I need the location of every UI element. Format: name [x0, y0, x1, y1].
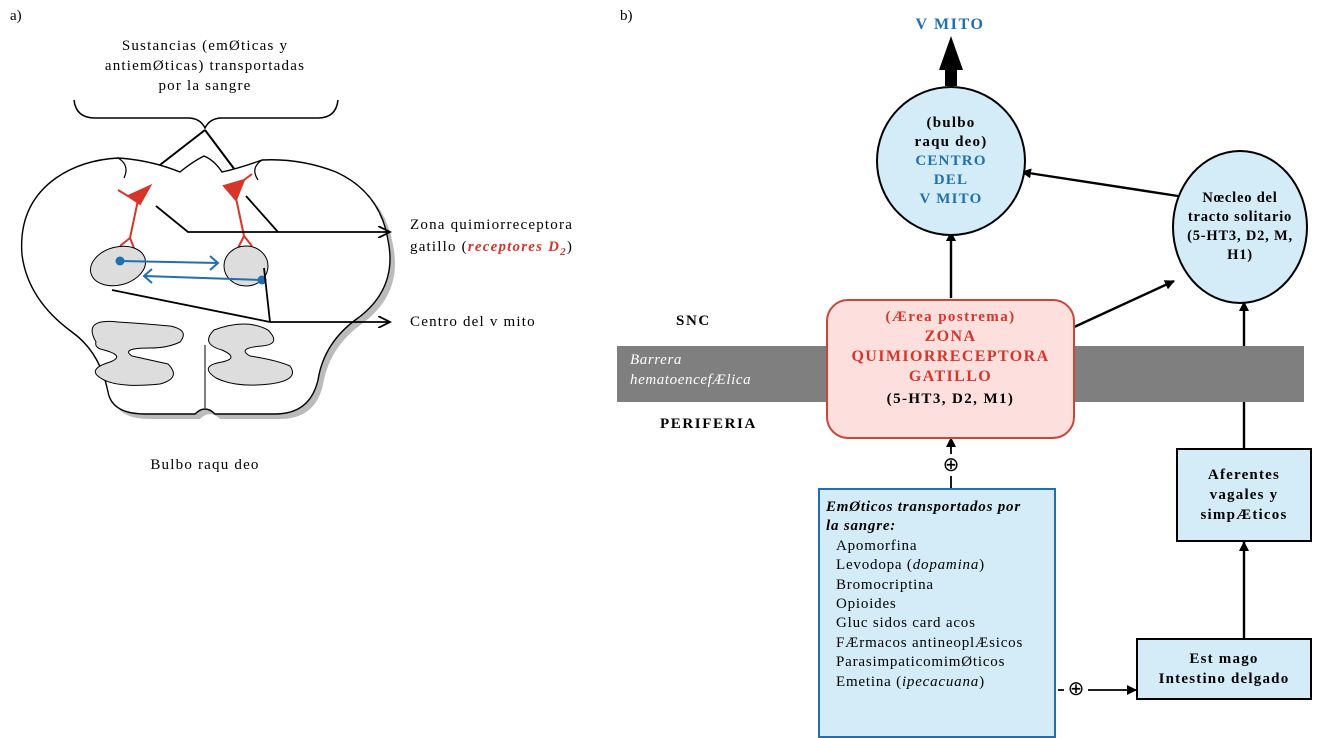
list-item: Gluc sidos card acos	[836, 615, 976, 632]
stomach-box: Est mago Intestino delgado	[1136, 638, 1312, 700]
panel-a-label: a)	[10, 8, 22, 24]
zone-receptors: receptores D	[467, 239, 561, 255]
solitary-tract-nucleus-node: Nœcleo del tracto solitario (5-HT3, D2, …	[1172, 150, 1308, 304]
brace	[73, 99, 339, 130]
snc-label: SNC	[676, 313, 711, 329]
neuron-left	[117, 183, 153, 249]
panel-b-label: b)	[620, 8, 633, 24]
periferia-label: PERIFERIA	[660, 416, 757, 432]
list-item: Bromocriptina	[836, 576, 934, 593]
list-item: FÆrmacos antineoplÆsicos	[836, 634, 1024, 651]
list-item: Apomorfina	[836, 537, 918, 554]
barrier-label: Barrera hematoencefÆlica	[630, 352, 752, 388]
list-item: Opioides	[836, 596, 897, 613]
bulbo-label: Bulbo raqu deo	[150, 457, 260, 473]
plus-icon: ⊕	[939, 454, 963, 476]
list-item: Levodopa (dopamina)	[836, 557, 985, 574]
plus-icon: ⊕	[1064, 678, 1088, 700]
chemoreceptor-trigger-zone-node: (Ærea postrema) ZONA QUIMIORRECEPTORA GA…	[826, 299, 1075, 439]
vomit-center-node: (bulbo raqu deo) CENTRO DEL V MITO	[876, 86, 1026, 236]
zone-label: Zona quimiorreceptora gatillo (receptore…	[410, 217, 574, 258]
vomito-label: V MITO	[915, 16, 985, 33]
list-item: Emetina (ipecacuana)	[836, 673, 985, 690]
vomit-center-fibers	[115, 255, 267, 285]
brainstem-outline	[20, 155, 391, 415]
list-item: ParasimpaticomimØticos	[836, 654, 1006, 671]
afferents-box: Aferentes vagales y simpÆticos	[1176, 448, 1312, 542]
vomit-center-label: Centro del v mito	[410, 314, 536, 330]
neuron-right	[222, 173, 253, 249]
emetics-box: EmØticos transportados por la sangre: Ap…	[818, 488, 1056, 738]
substances-label: Sustancias (emØticas y antiemØticas) tra…	[104, 38, 306, 94]
